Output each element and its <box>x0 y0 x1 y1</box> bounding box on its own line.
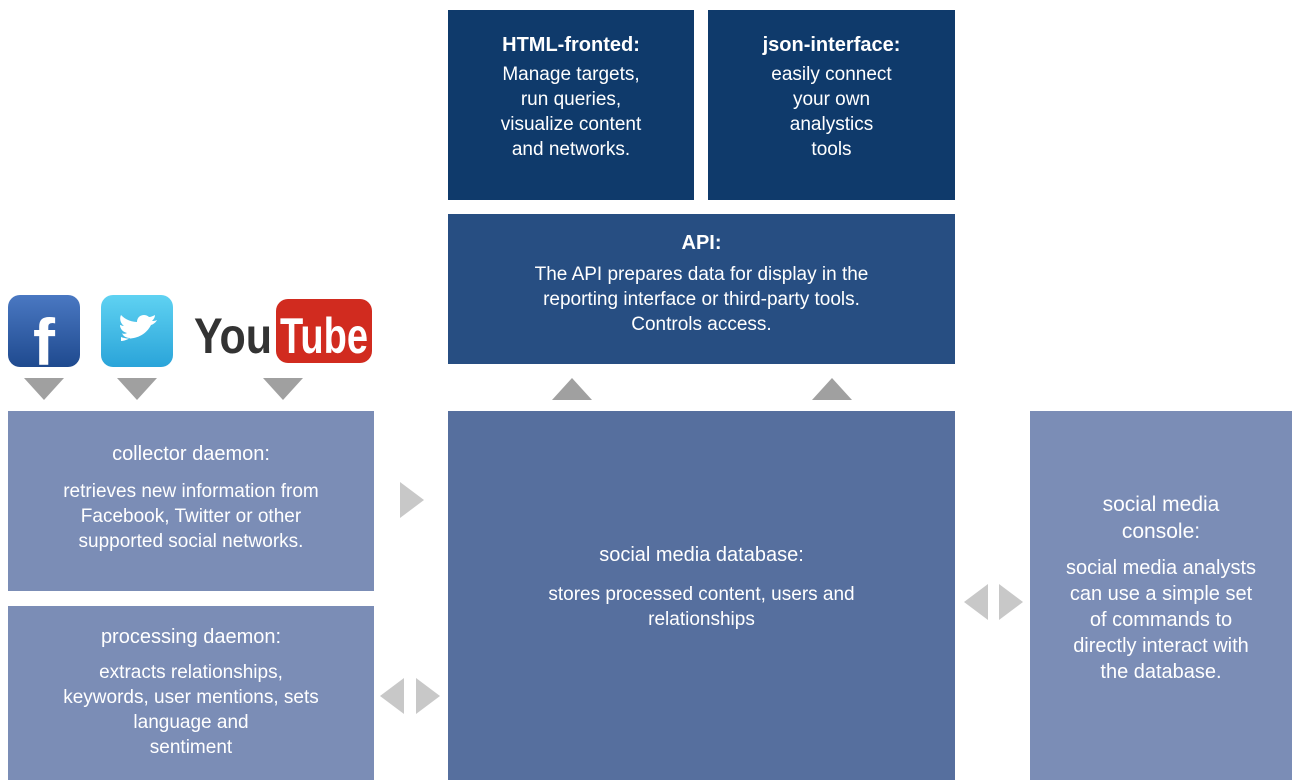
facebook-letter: f <box>33 305 56 367</box>
social-media-database-desc: stores processed content, users and rela… <box>548 583 855 630</box>
json-interface-desc: easily connect your own analystics tools <box>771 64 892 160</box>
social-media-console-title: social media console: <box>1102 493 1220 543</box>
arrow-left-db-to-processing <box>380 678 404 714</box>
youtube-you-text: You <box>194 308 272 364</box>
json-interface-title: json-interface: <box>762 34 901 56</box>
arrow-left-console-to-db <box>964 584 988 620</box>
arrow-down-youtube <box>263 378 303 400</box>
html-frontend-box: HTML-fronted: Manage targets, run querie… <box>448 10 694 200</box>
collector-daemon-title: collector daemon: <box>112 443 270 465</box>
arrow-right-processing-to-db <box>416 678 440 714</box>
html-frontend-title: HTML-fronted: <box>502 34 640 56</box>
collector-daemon-desc: retrieves new information from Facebook,… <box>63 481 319 552</box>
youtube-tube-text: Tube <box>280 308 368 364</box>
twitter-icon <box>101 295 173 367</box>
html-frontend-desc: Manage targets, run queries, visualize c… <box>500 64 642 160</box>
social-media-console-box: social media console: social media analy… <box>1030 411 1292 780</box>
api-desc: The API prepares data for display in the… <box>534 264 869 335</box>
facebook-icon: f <box>8 295 80 367</box>
processing-daemon-desc: extracts relationships, keywords, user m… <box>63 662 319 758</box>
arrow-up-api-left <box>552 378 592 400</box>
arrow-right-db-to-console <box>999 584 1023 620</box>
processing-daemon-box: processing daemon: extracts relationship… <box>8 606 374 780</box>
arrow-down-facebook <box>24 378 64 400</box>
api-box: API: The API prepares data for display i… <box>448 214 955 364</box>
json-interface-box: json-interface: easily connect your own … <box>708 10 955 200</box>
arrow-right-collector-to-db <box>400 482 424 518</box>
arrow-down-twitter <box>117 378 157 400</box>
youtube-icon: You Tube <box>194 299 372 364</box>
collector-daemon-box: collector daemon: retrieves new informat… <box>8 411 374 591</box>
social-media-database-title: social media database: <box>599 543 804 566</box>
social-media-console-desc: social media analysts can use a simple s… <box>1065 557 1257 683</box>
processing-daemon-title: processing daemon: <box>100 626 282 648</box>
social-media-database-box: social media database: stores processed … <box>448 411 955 780</box>
arrow-up-api-right <box>812 378 852 400</box>
api-title: API: <box>681 232 722 254</box>
